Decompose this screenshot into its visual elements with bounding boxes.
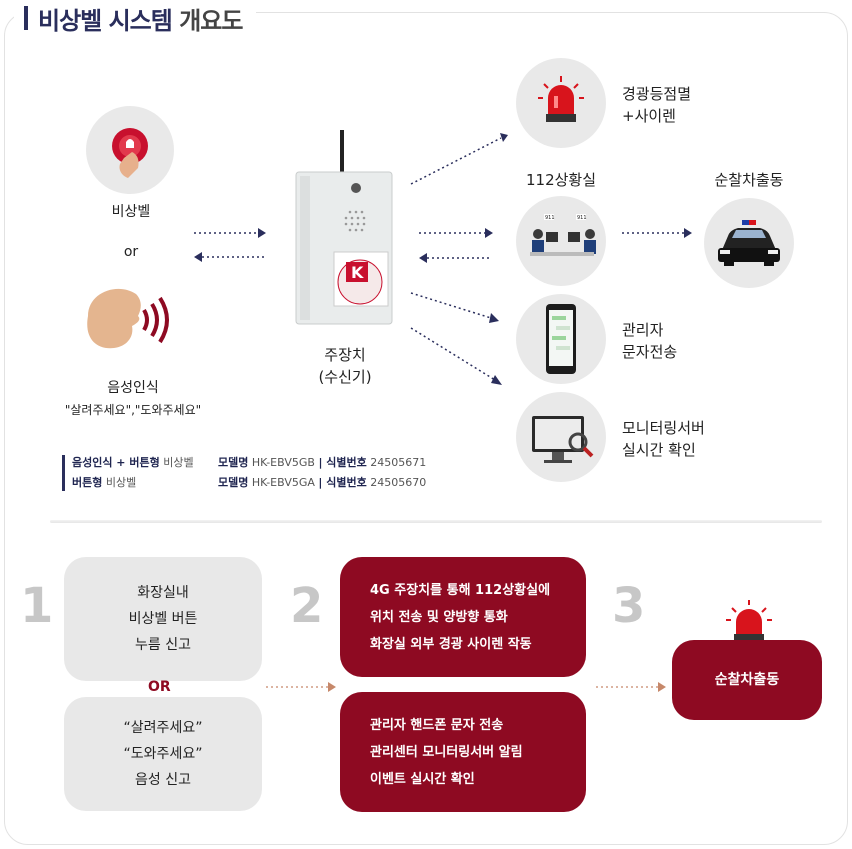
- svg-text:K: K: [351, 263, 364, 282]
- emergency-bell-label: 비상벨: [111, 204, 151, 220]
- step-number-3: 3: [612, 578, 646, 634]
- spec-row-1: 음성인식 + 버튼형 비상벨: [72, 456, 194, 469]
- room112-label: 112상황실: [525, 171, 597, 189]
- step-number-2: 2: [290, 578, 324, 634]
- patrol-label: 순찰차출동: [714, 171, 784, 189]
- siren-icon: [516, 58, 606, 148]
- voice-label: 음성인식: [107, 380, 159, 396]
- monitor-label-2: 실시간 확인: [622, 441, 696, 459]
- patrol-car-icon: [704, 198, 794, 288]
- spec-accent-bar: [62, 455, 65, 491]
- main-unit-label-1: 주장치: [324, 346, 366, 364]
- frame: [4, 12, 848, 845]
- monitor-server-icon: [516, 392, 606, 482]
- step1-to-step2-arrow: [266, 682, 336, 692]
- step1-voice-report-box: “살려주세요” “도와주세요” 음성 신고: [64, 697, 262, 811]
- spec-row-2: 버튼형 비상벨: [72, 476, 137, 489]
- title-light: 개요도: [179, 6, 243, 35]
- admin-phone-icon: [516, 294, 606, 384]
- page-title: 비상벨 시스템 개요도: [14, 0, 257, 36]
- step2-transmission-box: 4G 주장치를 통해 112상황실에 위치 전송 및 양방향 통화 화장실 외부…: [340, 557, 586, 677]
- step1-button-report-box: 화장실내 비상벨 버튼 누름 신고: [64, 557, 262, 681]
- title-accent-bar: [24, 6, 28, 30]
- emergency-bell-icon: [86, 106, 174, 194]
- svg-text:911: 911: [545, 215, 555, 221]
- step1-or-label: OR: [148, 679, 171, 695]
- admin-label-2: 문자전송: [622, 343, 678, 361]
- room-to-patrol-arrow: [622, 228, 692, 238]
- siren-label-2: +사이렌: [622, 107, 676, 125]
- step2-notification-box: 관리자 핸드폰 문자 전송 관리센터 모니터링서버 알림 이벤트 실시간 확인: [340, 692, 586, 812]
- spec-row-2-model: 모델명 HK-EBV5GA | 식별번호 24505670: [218, 476, 427, 489]
- voice-recognition-icon: [80, 276, 174, 370]
- spec-row-1-model: 모델명 HK-EBV5GB | 식별번호 24505671: [218, 456, 427, 469]
- room112-icon: 911 911: [516, 196, 606, 286]
- monitor-label-1: 모니터링서버: [622, 419, 705, 437]
- step3-patrol-box: 순찰차출동: [672, 640, 822, 720]
- voice-phrases-label: "살려주세요","도와주세요": [64, 403, 202, 417]
- step2-to-step3-arrow: [596, 682, 666, 692]
- unit-outbound-arrows: [410, 133, 508, 385]
- title-bold: 비상벨 시스템: [38, 6, 173, 35]
- main-unit-device: K: [295, 130, 393, 325]
- svg-text:911: 911: [577, 215, 587, 221]
- step-number-1: 1: [20, 578, 54, 634]
- siren-label-1: 경광등점멸: [622, 85, 692, 103]
- main-unit-label-2: (수신기): [318, 368, 372, 386]
- or-label: or: [123, 244, 139, 260]
- section-divider: [50, 520, 822, 523]
- step3-siren-icon: [726, 600, 772, 642]
- bell-to-unit-arrows: [194, 228, 266, 262]
- admin-label-1: 관리자: [622, 321, 664, 339]
